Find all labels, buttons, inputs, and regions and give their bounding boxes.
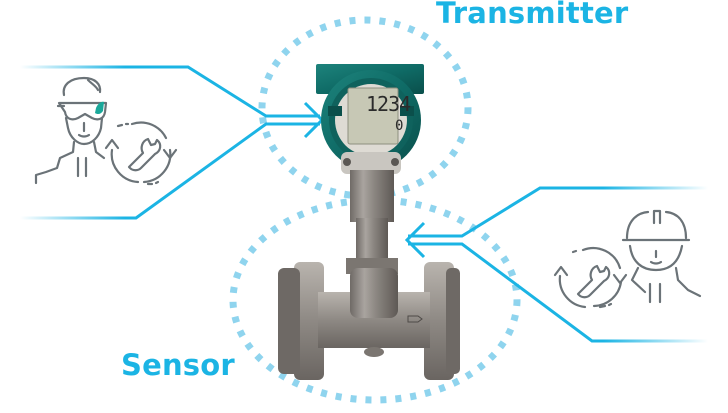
maintenance-cycle-wrench-icon bbox=[553, 247, 628, 309]
goggle-lens-highlight bbox=[95, 101, 104, 115]
left-arrow-icon bbox=[303, 101, 325, 139]
transmitter-label: Transmitter bbox=[436, 0, 629, 30]
lcd-main-reading: 1234 bbox=[366, 92, 411, 116]
engineer-with-vr-goggles-icon bbox=[34, 76, 108, 185]
worker-with-hard-hat-icon bbox=[621, 209, 702, 304]
sensor-neck bbox=[346, 170, 398, 274]
sensor-label: Sensor bbox=[121, 348, 235, 382]
right-arrow-icon bbox=[404, 221, 426, 259]
left-connector-lines bbox=[20, 65, 320, 220]
lcd-sub-reading: 0 bbox=[395, 118, 404, 134]
maintenance-cycle-wrench-icon bbox=[104, 121, 178, 186]
transmitter-device bbox=[316, 64, 424, 174]
sensor-body bbox=[278, 262, 460, 380]
right-connector-lines bbox=[408, 186, 708, 343]
